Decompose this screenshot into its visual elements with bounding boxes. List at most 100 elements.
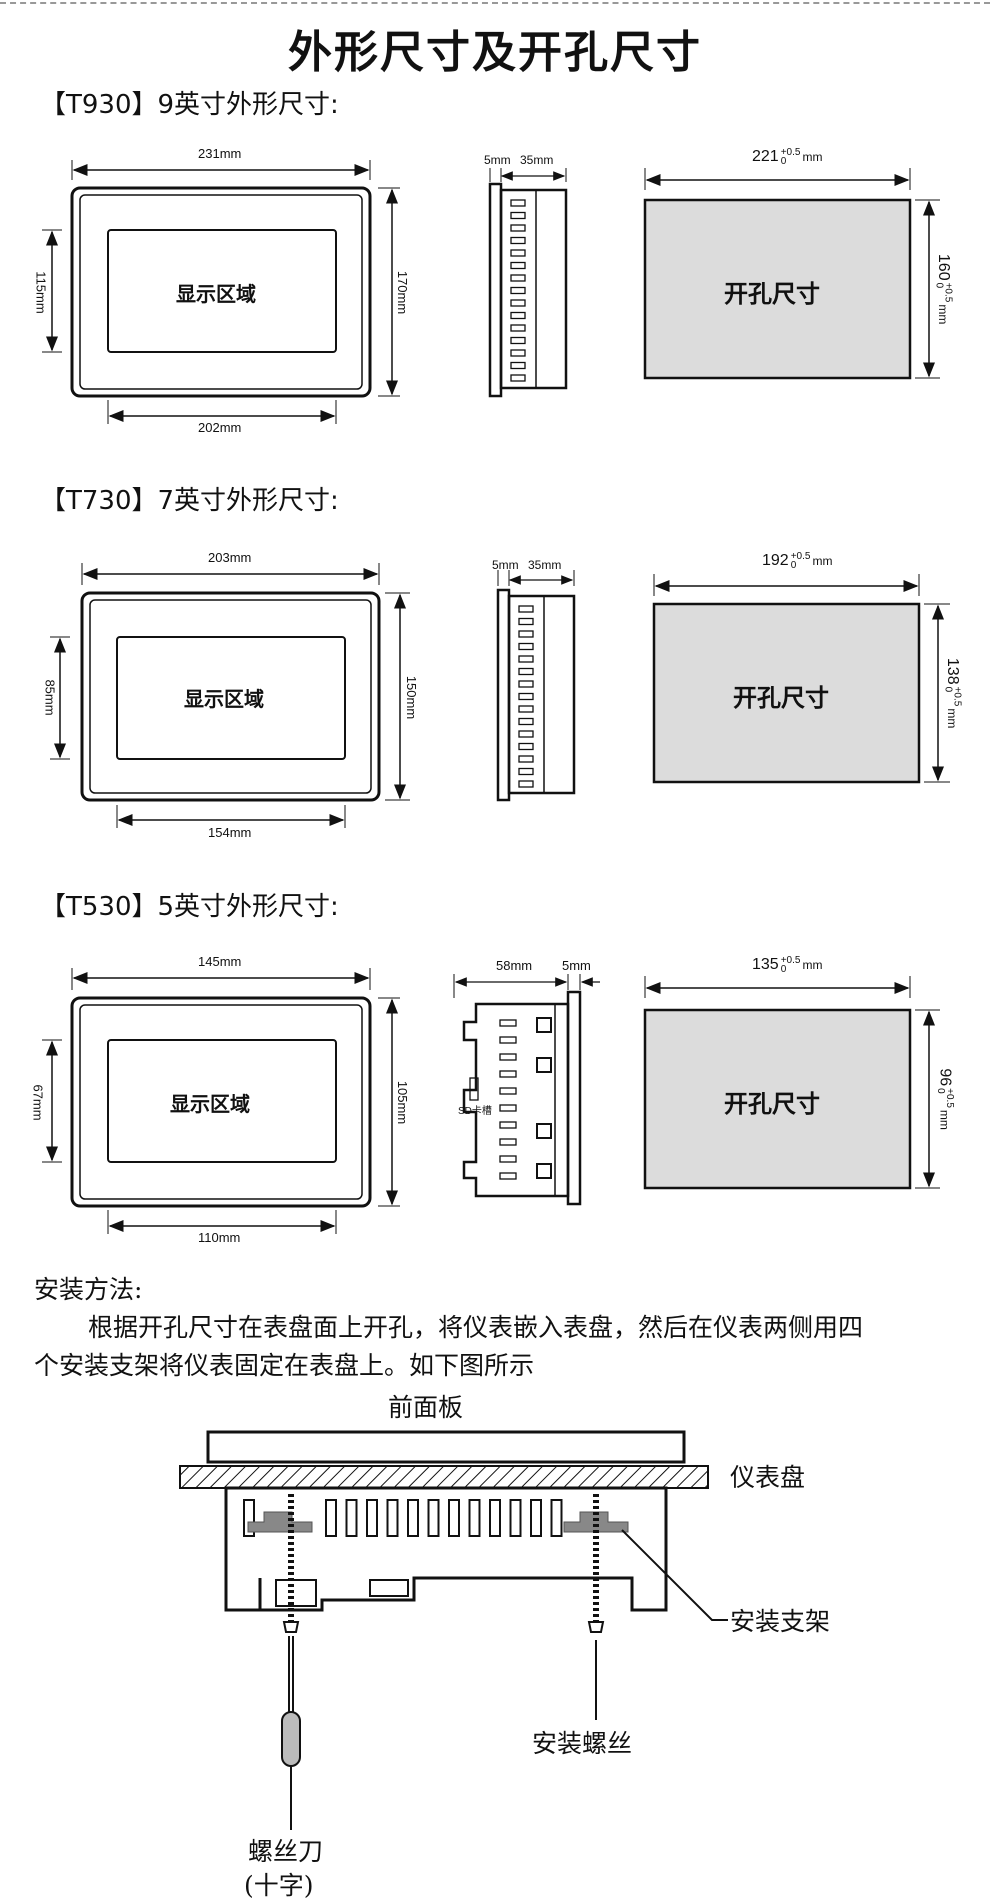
t730-side-front-label: 5mm <box>492 558 519 572</box>
t730-tol-zero: 0 <box>790 560 797 571</box>
section-heading-t530: 【T530】5英寸外形尺寸: <box>40 892 339 922</box>
vent-slot <box>510 324 526 332</box>
vent-slot <box>489 1499 501 1537</box>
meter-panel-label: 仪表盘 <box>730 1463 806 1492</box>
t530-cutout-label: 开孔尺寸 <box>724 1089 820 1118</box>
vent-slot <box>510 361 526 370</box>
vent-slot <box>510 236 526 245</box>
vent-slot <box>386 1499 399 1537</box>
t730-cutout-height: 138 <box>944 657 962 685</box>
vent-slot <box>518 730 534 738</box>
t730-front-view <box>50 563 410 828</box>
vent-slot <box>510 211 526 220</box>
t530-cutout-unit-v: mm <box>937 1109 952 1130</box>
t930-tol-zero-v: 0 <box>933 282 945 289</box>
vent-slot <box>510 274 526 282</box>
vent-slot <box>448 1499 460 1537</box>
t930-tol-zero: 0 <box>780 156 787 167</box>
vent-slot <box>518 780 534 788</box>
t730-cutout-view <box>652 574 950 784</box>
t730-display-width-label: 154mm <box>208 825 252 840</box>
install-text-line2: 个安装支架将仪表固定在表盘上。如下图所示 <box>34 1351 535 1380</box>
vent-slot <box>510 286 526 295</box>
t930-display-width-label: 202mm <box>198 420 242 435</box>
vent-slot <box>509 1499 522 1537</box>
vent-slot <box>499 1019 517 1027</box>
t530-cutout-height: 96 <box>936 1068 954 1087</box>
t930-display-height-label: 115mm <box>33 271 49 314</box>
install-diagram <box>179 1430 728 1830</box>
vent-slot <box>518 742 534 751</box>
vent-slot <box>510 199 526 207</box>
vent-slot <box>518 767 534 776</box>
vent-slot <box>499 1121 517 1129</box>
front-panel-label: 前面板 <box>388 1393 464 1422</box>
vent-slot <box>550 1499 563 1537</box>
vent-slot <box>518 630 534 638</box>
t730-side-depth-label: 35mm <box>528 558 562 572</box>
t730-tol-plus: +0.5 <box>790 551 811 562</box>
vent-slot <box>518 617 534 626</box>
vent-slot <box>499 1172 517 1180</box>
t530-side-view <box>453 974 600 1206</box>
t530-cutout-view <box>643 976 940 1190</box>
vent-slot <box>499 1087 517 1095</box>
vent-slot <box>518 680 534 688</box>
t530-display-area-label: 显示区域 <box>170 1092 250 1116</box>
top-dashed-line <box>0 2 990 4</box>
t930-tol-plus: +0.5 <box>780 147 801 158</box>
t530-tol-plus: +0.5 <box>780 955 801 966</box>
vent-slot <box>518 667 534 676</box>
t930-cutout-unit-v: mm <box>936 304 951 325</box>
t930-width-label: 231mm <box>198 146 242 161</box>
vent-slot <box>518 655 534 663</box>
vent-slot <box>530 1499 542 1537</box>
vent-slot <box>499 1036 517 1044</box>
t730-width-label: 203mm <box>208 550 252 565</box>
vent-slot <box>366 1499 378 1537</box>
section-heading-t730: 【T730】7英寸外形尺寸: <box>40 486 339 516</box>
vent-slot <box>518 717 534 726</box>
t730-cutout-width: 192 <box>762 552 789 570</box>
t930-front-view <box>42 160 400 424</box>
screwdriver-note: (十字) <box>244 1871 314 1900</box>
vent-slot <box>518 642 534 651</box>
vent-slot <box>518 692 534 701</box>
vent-slot <box>518 605 534 613</box>
vent-slot <box>518 705 534 713</box>
t730-side-view <box>496 570 576 802</box>
t930-height-label: 170mm <box>395 270 411 315</box>
vent-slot <box>499 1138 517 1146</box>
vent-slot <box>427 1499 440 1537</box>
vent-slot <box>510 299 526 307</box>
vent-slot <box>510 249 526 257</box>
vent-slot <box>510 261 526 270</box>
vent-slot <box>510 224 526 232</box>
t530-sd-slot-label: SD卡槽 <box>458 1106 492 1117</box>
vent-slot <box>510 374 526 382</box>
screw-label: 安装螺丝 <box>532 1729 633 1758</box>
t530-display-height-label: 67mm <box>30 1084 46 1121</box>
t730-cutout-label: 开孔尺寸 <box>733 683 829 712</box>
bracket-label: 安装支架 <box>730 1607 831 1636</box>
t730-cutout-unit-v: mm <box>945 708 960 729</box>
t730-display-area-label: 显示区域 <box>184 687 264 711</box>
t730-tol-zero-v: 0 <box>942 686 954 693</box>
t530-side-depth-label: 58mm <box>496 958 533 973</box>
vent-slot <box>407 1499 419 1537</box>
t530-cutout-width: 135 <box>752 956 779 974</box>
vent-slot <box>243 1499 255 1537</box>
vent-slot <box>499 1104 517 1112</box>
t930-cutout-unit: mm <box>802 150 823 165</box>
t930-cutout-height: 160 <box>935 253 953 281</box>
t930-cutout-label: 开孔尺寸 <box>724 279 820 308</box>
t530-height-label: 105mm <box>395 1080 411 1125</box>
section-heading-t930: 【T930】9英寸外形尺寸: <box>40 90 339 120</box>
